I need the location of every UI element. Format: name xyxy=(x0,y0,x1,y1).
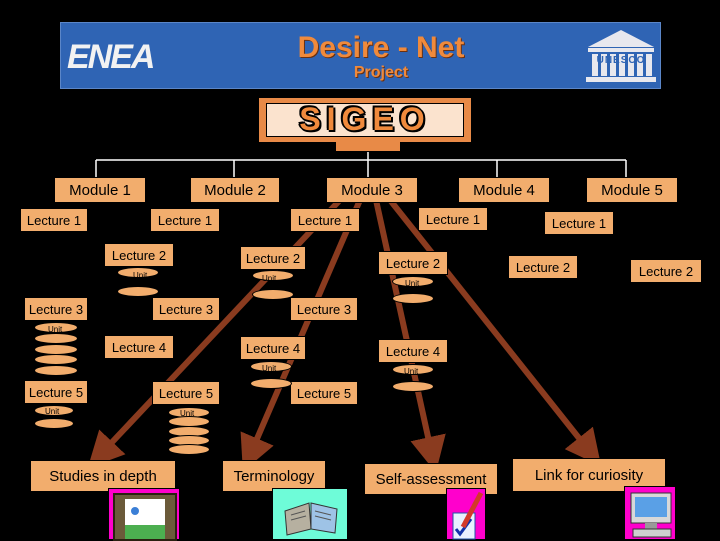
m1-lecture-1[interactable]: Lecture 1 xyxy=(20,208,88,232)
unit-disc xyxy=(34,343,78,355)
unesco-logo-text: UNESCO xyxy=(596,55,646,66)
window-frame xyxy=(113,493,177,541)
module-5-box[interactable]: Module 5 xyxy=(586,177,678,203)
m1-lecture-3[interactable]: Lecture 3 xyxy=(24,297,88,321)
unit-stack[interactable] xyxy=(34,405,74,429)
computer-icon[interactable] xyxy=(624,486,676,540)
unit-label: Unit xyxy=(404,367,419,376)
m2-lecture-5[interactable]: Lecture 5 xyxy=(152,381,220,405)
unit-disc xyxy=(117,286,159,297)
m3-lecture-2[interactable]: Lecture 2 xyxy=(240,246,306,270)
window-landscape-icon[interactable] xyxy=(108,488,180,541)
book-drawing xyxy=(284,502,338,536)
unit-disc xyxy=(392,381,434,392)
enea-logo: ENEA xyxy=(67,38,155,76)
unit-disc xyxy=(168,444,210,455)
computer-drawing xyxy=(630,492,672,538)
unit-label: Unit xyxy=(133,271,148,280)
m5-lecture-2b[interactable]: Lecture 2 xyxy=(630,259,702,283)
unit-label: Unit xyxy=(262,274,277,283)
m2-lecture-3[interactable]: Lecture 3 xyxy=(152,297,220,321)
unesco-logo: UNESCO xyxy=(584,27,658,85)
module-1-box[interactable]: Module 1 xyxy=(54,177,146,203)
m4-lecture-2[interactable]: Lecture 2 xyxy=(378,251,448,275)
m2-lecture-4[interactable]: Lecture 4 xyxy=(104,335,174,359)
self-assessment-box[interactable]: Self-assessment xyxy=(364,463,498,495)
header-banner: ENEA Desire - Net Project UNESCO xyxy=(60,22,661,89)
pencil-paper-icon[interactable] xyxy=(446,488,486,540)
header-subtitle: Project xyxy=(353,64,409,81)
pencil-drawing xyxy=(452,491,484,540)
unit-stack[interactable] xyxy=(168,407,210,455)
unit-disc xyxy=(252,289,294,300)
unit-stack[interactable] xyxy=(250,361,292,389)
arrow-connector xyxy=(373,199,446,473)
unit-stack[interactable] xyxy=(392,276,434,304)
studies-in-depth-box[interactable]: Studies in depth xyxy=(30,460,176,492)
unit-disc xyxy=(34,405,74,416)
unit-disc xyxy=(392,293,434,304)
m4-lecture-4[interactable]: Lecture 4 xyxy=(378,339,448,363)
window-view xyxy=(125,499,165,539)
unit-disc xyxy=(250,378,292,389)
arrow-connector xyxy=(387,198,602,467)
unit-disc xyxy=(34,418,74,429)
unit-disc xyxy=(392,276,434,287)
unit-label: Unit xyxy=(405,279,420,288)
m2-lecture-1[interactable]: Lecture 1 xyxy=(150,208,220,232)
arrow-connector xyxy=(87,197,343,469)
arrow-connector xyxy=(240,198,363,472)
unit-stack[interactable] xyxy=(392,364,434,392)
root-label: SIGEO xyxy=(299,101,431,137)
m2-lecture-2[interactable]: Lecture 2 xyxy=(104,243,174,267)
m4-lecture-1[interactable]: Lecture 1 xyxy=(418,207,488,231)
m3-lecture-3[interactable]: Lecture 3 xyxy=(290,297,358,321)
unit-disc xyxy=(117,267,159,278)
root-inner xyxy=(266,103,464,137)
unesco-temple-icon xyxy=(586,30,656,82)
module-3-box[interactable]: Module 3 xyxy=(326,177,418,203)
module-2-box[interactable]: Module 2 xyxy=(190,177,280,203)
m1-lecture-5[interactable]: Lecture 5 xyxy=(24,380,88,404)
unit-disc xyxy=(34,365,78,376)
m3-lecture-1[interactable]: Lecture 1 xyxy=(290,208,360,232)
unit-disc xyxy=(252,270,294,281)
unit-stack[interactable] xyxy=(252,270,294,300)
m3-lecture-5[interactable]: Lecture 5 xyxy=(290,381,358,405)
unit-disc xyxy=(392,364,434,375)
unit-disc xyxy=(34,354,78,366)
root-tab xyxy=(335,142,401,152)
open-book-icon[interactable] xyxy=(272,488,348,540)
unit-label: Unit xyxy=(45,407,60,416)
m5-lecture-2a[interactable]: Lecture 2 xyxy=(508,255,578,279)
unit-disc xyxy=(34,332,78,344)
m5-lecture-1[interactable]: Lecture 1 xyxy=(544,211,614,235)
unit-label: Unit xyxy=(48,325,63,334)
module-4-box[interactable]: Module 4 xyxy=(458,177,550,203)
unit-label: Unit xyxy=(262,364,277,373)
unit-label: Unit xyxy=(180,409,195,418)
header-title: Desire - Net xyxy=(297,31,465,64)
unit-stack[interactable] xyxy=(34,322,78,376)
m3-lecture-4[interactable]: Lecture 4 xyxy=(240,336,306,360)
unit-stack[interactable] xyxy=(117,267,159,297)
unit-disc xyxy=(250,361,292,372)
